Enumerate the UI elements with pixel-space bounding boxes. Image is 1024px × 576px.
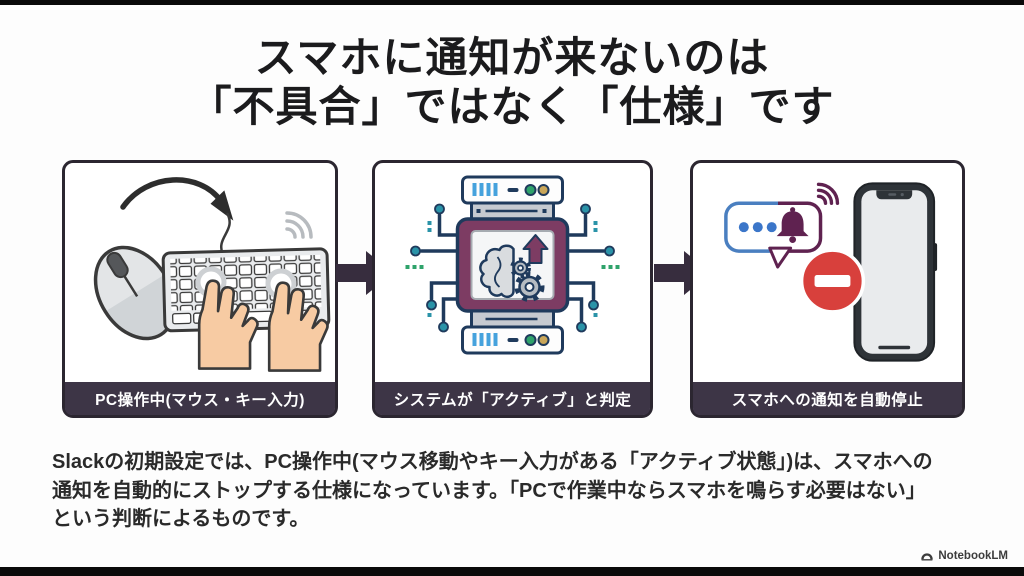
notification-blocked-illustration — [693, 163, 962, 382]
up-arrow-icon — [522, 234, 549, 264]
chat-bubble-icon — [724, 201, 823, 269]
pc-activity-illustration — [65, 163, 335, 382]
panel-caption-system-detection: システムが「アクティブ」と判定 — [375, 382, 650, 415]
notebooklm-logo-icon — [921, 553, 934, 561]
wifi-signal-icon — [285, 211, 313, 239]
body-line-1: Slackの初期設定では、PC操作中(マウス移動やキー入力がある「アクティブ状態… — [52, 451, 933, 473]
gear-icon — [510, 257, 545, 302]
server-detection-illustration — [375, 163, 650, 382]
smartphone-icon — [853, 182, 938, 362]
letterbox-top — [0, 0, 1024, 5]
panel-notification-stopped: スマホへの通知を自動停止 — [690, 160, 965, 418]
title-line-1: スマホに通知が来ないのは — [254, 34, 770, 81]
panel-system-detection: システムが「アクティブ」と判定 — [372, 160, 653, 418]
page-title: スマホに通知が来ないのは「不具合」ではなく「仕様」です — [0, 33, 1024, 131]
body-text: Slackの初期設定では、PC操作中(マウス移動やキー入力がある「アクティブ状態… — [52, 448, 984, 534]
panel-pc-activity: PC操作中(マウス・キー入力) — [62, 160, 338, 418]
circuit-node-dots — [410, 203, 615, 333]
cursor-arrow-icon — [120, 177, 234, 221]
circuit-dotted-squares — [405, 221, 620, 317]
body-line-3: という判断によるものです。 — [52, 508, 310, 530]
typing-dots-icon — [738, 222, 777, 233]
keyboard-cable — [220, 212, 231, 256]
watermark: NotebookLM — [920, 549, 1008, 563]
bell-icon — [776, 207, 809, 244]
body-line-2: 通知を自動的にストップする仕様になっています。「PCで作業中ならスマホを鳴らす必… — [52, 479, 926, 502]
no-entry-icon — [799, 248, 866, 314]
panel-caption-notification-stopped: スマホへの通知を自動停止 — [693, 382, 962, 415]
brain-icon — [479, 244, 515, 299]
mouse-icon — [93, 245, 177, 341]
typing-hands-icon — [197, 279, 329, 372]
watermark-label: NotebookLM — [938, 550, 1008, 562]
circuit-trace-icon — [419, 213, 606, 323]
letterbox-bottom — [0, 567, 1024, 576]
wifi-signal-icon — [816, 182, 840, 205]
panel-caption-pc-activity: PC操作中(マウス・キー入力) — [65, 382, 335, 415]
title-line-2: 「不具合」ではなく「仕様」です — [189, 83, 835, 131]
